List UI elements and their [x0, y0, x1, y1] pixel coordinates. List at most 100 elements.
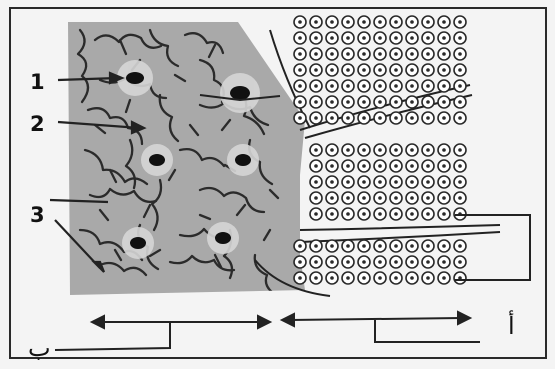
fibre-core [458, 260, 462, 264]
neuron-nucleus [230, 86, 250, 100]
fibre-core [330, 68, 334, 72]
fibre-core [330, 244, 334, 248]
fibre-core [410, 212, 414, 216]
fibre-core [442, 68, 446, 72]
fibre-core [330, 84, 334, 88]
fibre-core [298, 260, 302, 264]
fibre-core [410, 260, 414, 264]
fibre-core [394, 148, 398, 152]
fibre-core [378, 180, 382, 184]
fibre-core [346, 260, 350, 264]
fibre-core [410, 164, 414, 168]
fibre-core [410, 36, 414, 40]
fibre-core [458, 148, 462, 152]
fibre-core [298, 36, 302, 40]
fibre-core [426, 52, 430, 56]
fibre-core [346, 196, 350, 200]
fibre-core [378, 84, 382, 88]
fibre-core [378, 68, 382, 72]
fibre-core [442, 116, 446, 120]
fibre-core [442, 196, 446, 200]
fibre-core [426, 100, 430, 104]
label-3: 3 [30, 203, 45, 227]
fibre-core [426, 276, 430, 280]
fibre-core [394, 276, 398, 280]
fibre-core [346, 180, 350, 184]
fibre-core [410, 244, 414, 248]
fibre-core [362, 100, 366, 104]
fibre-core [314, 116, 318, 120]
fibre-core [410, 116, 414, 120]
fibre-core [410, 84, 414, 88]
fibre-core [442, 20, 446, 24]
fibre-core [426, 84, 430, 88]
fibre-core [410, 52, 414, 56]
fibre-core [394, 244, 398, 248]
fibre-core [442, 212, 446, 216]
neuron-nucleus [130, 237, 146, 249]
fibre-core [426, 180, 430, 184]
fibre-core [346, 148, 350, 152]
fibre-core [458, 244, 462, 248]
fibre-core [314, 100, 318, 104]
fibre-core [458, 52, 462, 56]
fibre-core [314, 260, 318, 264]
fibre-core [410, 180, 414, 184]
fibre-core [458, 196, 462, 200]
fibre-core [426, 260, 430, 264]
neuron-nucleus [126, 72, 144, 84]
fibre-core [394, 164, 398, 168]
fibre-core [314, 196, 318, 200]
fibre-core [378, 212, 382, 216]
fibre-core [394, 196, 398, 200]
fibre-core [426, 20, 430, 24]
fibre-core [362, 244, 366, 248]
fibre-core [394, 260, 398, 264]
fibre-core [298, 52, 302, 56]
fibre-core [298, 20, 302, 24]
fibre-core [378, 164, 382, 168]
fibre-core [394, 100, 398, 104]
fibre-core [410, 276, 414, 280]
myelinated-fibres [294, 16, 466, 284]
fibre-core [298, 84, 302, 88]
fibre-core [426, 196, 430, 200]
fibre-core [346, 164, 350, 168]
fibre-core [442, 276, 446, 280]
fibre-core [378, 260, 382, 264]
fibre-core [394, 52, 398, 56]
fibre-core [314, 212, 318, 216]
fibre-core [442, 164, 446, 168]
neuron-nucleus [149, 154, 165, 166]
fibre-core [330, 148, 334, 152]
fibre-core [362, 52, 366, 56]
fibre-core [458, 36, 462, 40]
fibre-core [362, 180, 366, 184]
fibre-core [298, 244, 302, 248]
fibre-core [442, 100, 446, 104]
fibre-core [442, 244, 446, 248]
label-alef: أ [508, 309, 515, 340]
fibre-core [346, 212, 350, 216]
fibre-core [394, 84, 398, 88]
neuron-nucleus [215, 232, 231, 244]
fibre-core [330, 196, 334, 200]
fibre-core [346, 68, 350, 72]
fibre-core [330, 260, 334, 264]
fibre-core [330, 164, 334, 168]
fibre-core [442, 148, 446, 152]
fibre-core [410, 100, 414, 104]
fibre-core [410, 68, 414, 72]
fibre-core [314, 148, 318, 152]
fibre-core [442, 84, 446, 88]
fibre-core [458, 100, 462, 104]
fibre-core [362, 276, 366, 280]
fibre-core [330, 20, 334, 24]
fibre-core [458, 164, 462, 168]
fibre-core [394, 20, 398, 24]
fibre-core [394, 68, 398, 72]
fibre-core [458, 116, 462, 120]
fibre-core [378, 36, 382, 40]
